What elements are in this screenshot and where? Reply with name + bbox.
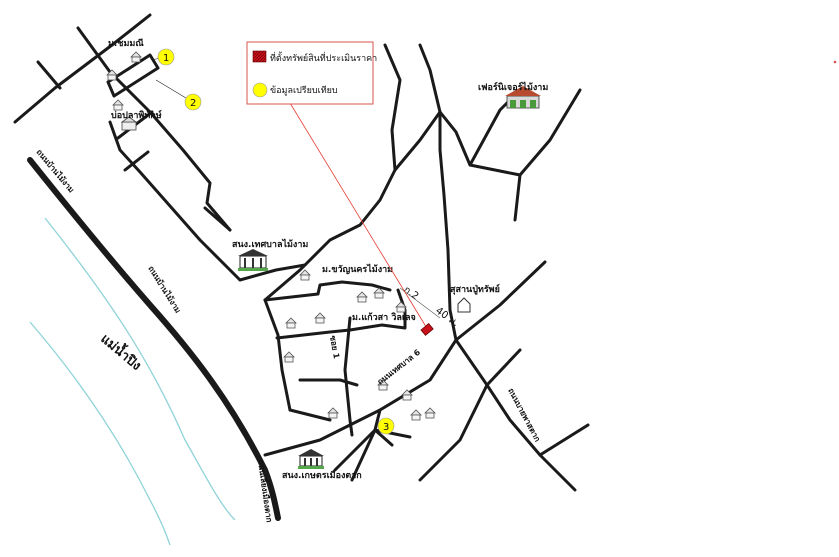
label-municipal-6: ถนนเทศบาล 6 — [376, 347, 423, 386]
place-labels: ม.ชมมณี บ่อปลาพิทักษ์ สนง.เทศบาลไม้งาม ม… — [108, 38, 548, 481]
legend-subject-label: ที่ตั้งทรัพย์สินที่ประเมินราคา — [270, 51, 377, 64]
label-agri-office: สนง.เกษตรเมืองตาก — [282, 469, 362, 481]
legend-comparable-swatch — [252, 82, 268, 98]
municipal-office-icon — [238, 249, 268, 271]
fish-pond-icon — [120, 116, 138, 131]
legend-comparable-label: ข้อมูลเปรียบเทียบ — [270, 85, 338, 96]
label-soi-1: ซอย 1 — [328, 335, 341, 360]
house-markers — [106, 51, 436, 421]
comparable-marker-3: 3 — [377, 417, 395, 435]
corner-dot — [833, 60, 837, 64]
road-labels: ถนนบ้านไม้งาม ถนนบ้านไม้งาม ซอย 1 ถนนเทศ… — [34, 147, 542, 523]
river-banks — [29, 217, 236, 546]
comparable-number-3: 3 — [383, 422, 389, 433]
comparable-marker-1: 1 — [151, 48, 175, 66]
comparable-number-2: 2 — [190, 98, 196, 109]
label-furniture-shop: เฟอร์นิเจอร์ไม้งาม — [478, 81, 548, 93]
cemetery-icon — [457, 297, 471, 313]
label-municipal-office: สนง.เทศบาลไม้งาม — [232, 238, 308, 250]
main-road — [27, 157, 281, 521]
label-cemetery: สุสานปู่ทรัพย์ — [450, 283, 500, 295]
label-charoen-nakhon: ม.ขวัญนครไม้งาม — [322, 263, 393, 275]
subject-leader-line — [289, 102, 429, 331]
distance-d1: ก.2 — [401, 284, 420, 302]
label-fish-pond: บ่อปลาพิทักษ์ — [111, 109, 162, 121]
legend-subject-swatch — [252, 50, 267, 63]
label-kaew-sa: ม.แก้วสา วิลเลจ — [352, 312, 416, 323]
agri-office-icon — [298, 449, 324, 469]
subject-property-marker — [420, 323, 434, 336]
legend: ที่ตั้งทรัพย์สินที่ประเมินราคา ข้อมูลเปร… — [246, 41, 377, 105]
comparable-marker-2: 2 — [155, 79, 202, 111]
furniture-shop-icon — [505, 86, 541, 109]
comparable-number-1: 1 — [163, 53, 169, 64]
label-chommani: ม.ชมมณี — [108, 38, 144, 49]
distance-d2: 40 ม. — [433, 305, 460, 329]
